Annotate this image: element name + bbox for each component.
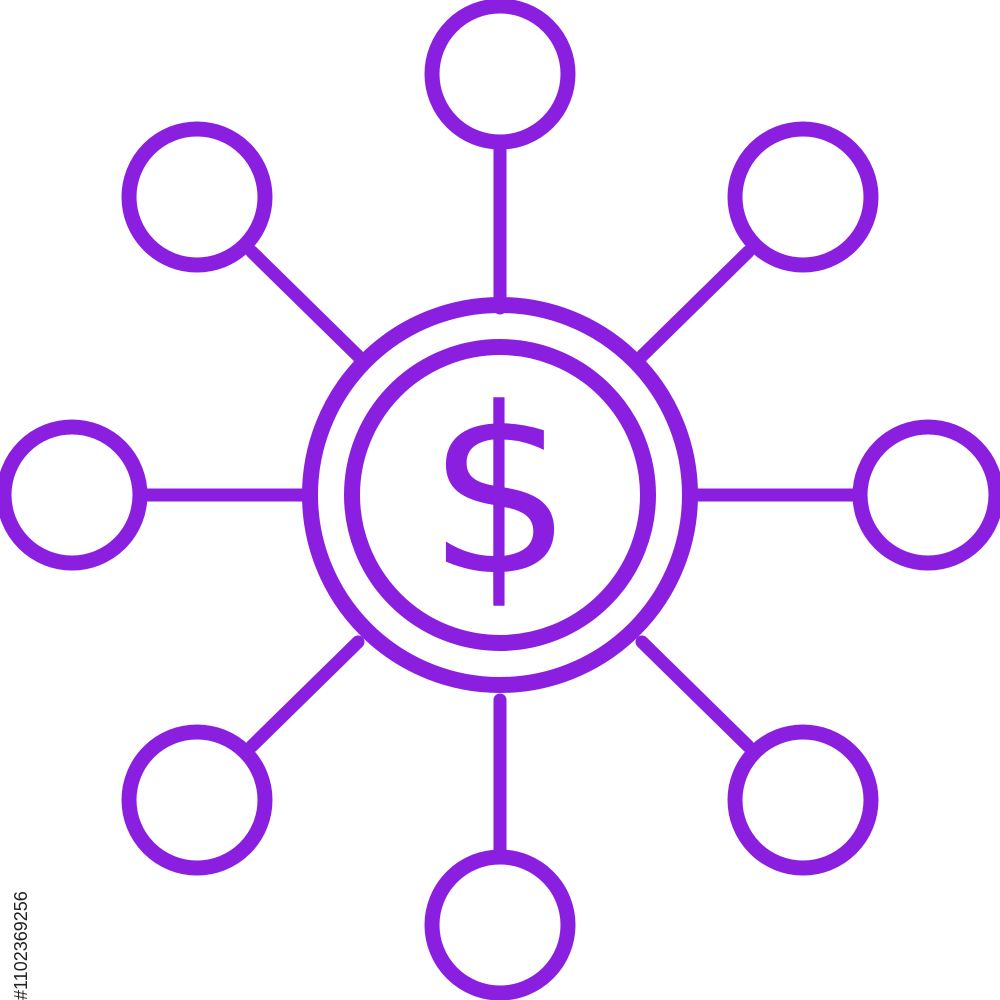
connector-line-top-right: [635, 245, 755, 363]
coin-inner-ring: [344, 339, 656, 651]
node-circle-right: [852, 419, 1000, 571]
node-circle-left: [0, 419, 148, 571]
connector-line-bottom-left: [245, 635, 365, 753]
stock-id-label: #1102369256: [11, 891, 31, 1000]
node-circle-top: [424, 0, 576, 150]
node-circle-bottom-right: [727, 724, 879, 876]
connector-lines: [141, 141, 859, 857]
node-circle-bottom-left: [121, 724, 273, 876]
node-circle-top-right: [727, 121, 879, 273]
dollar-sign: $: [427, 360, 573, 627]
node-circle-top-left: [121, 121, 273, 273]
center-coin: $: [302, 297, 698, 693]
coin-outer-ring: [302, 297, 698, 693]
connector-line-top-left: [245, 245, 365, 363]
connector-line-bottom-right: [635, 635, 755, 753]
node-circle-bottom: [424, 849, 576, 1000]
